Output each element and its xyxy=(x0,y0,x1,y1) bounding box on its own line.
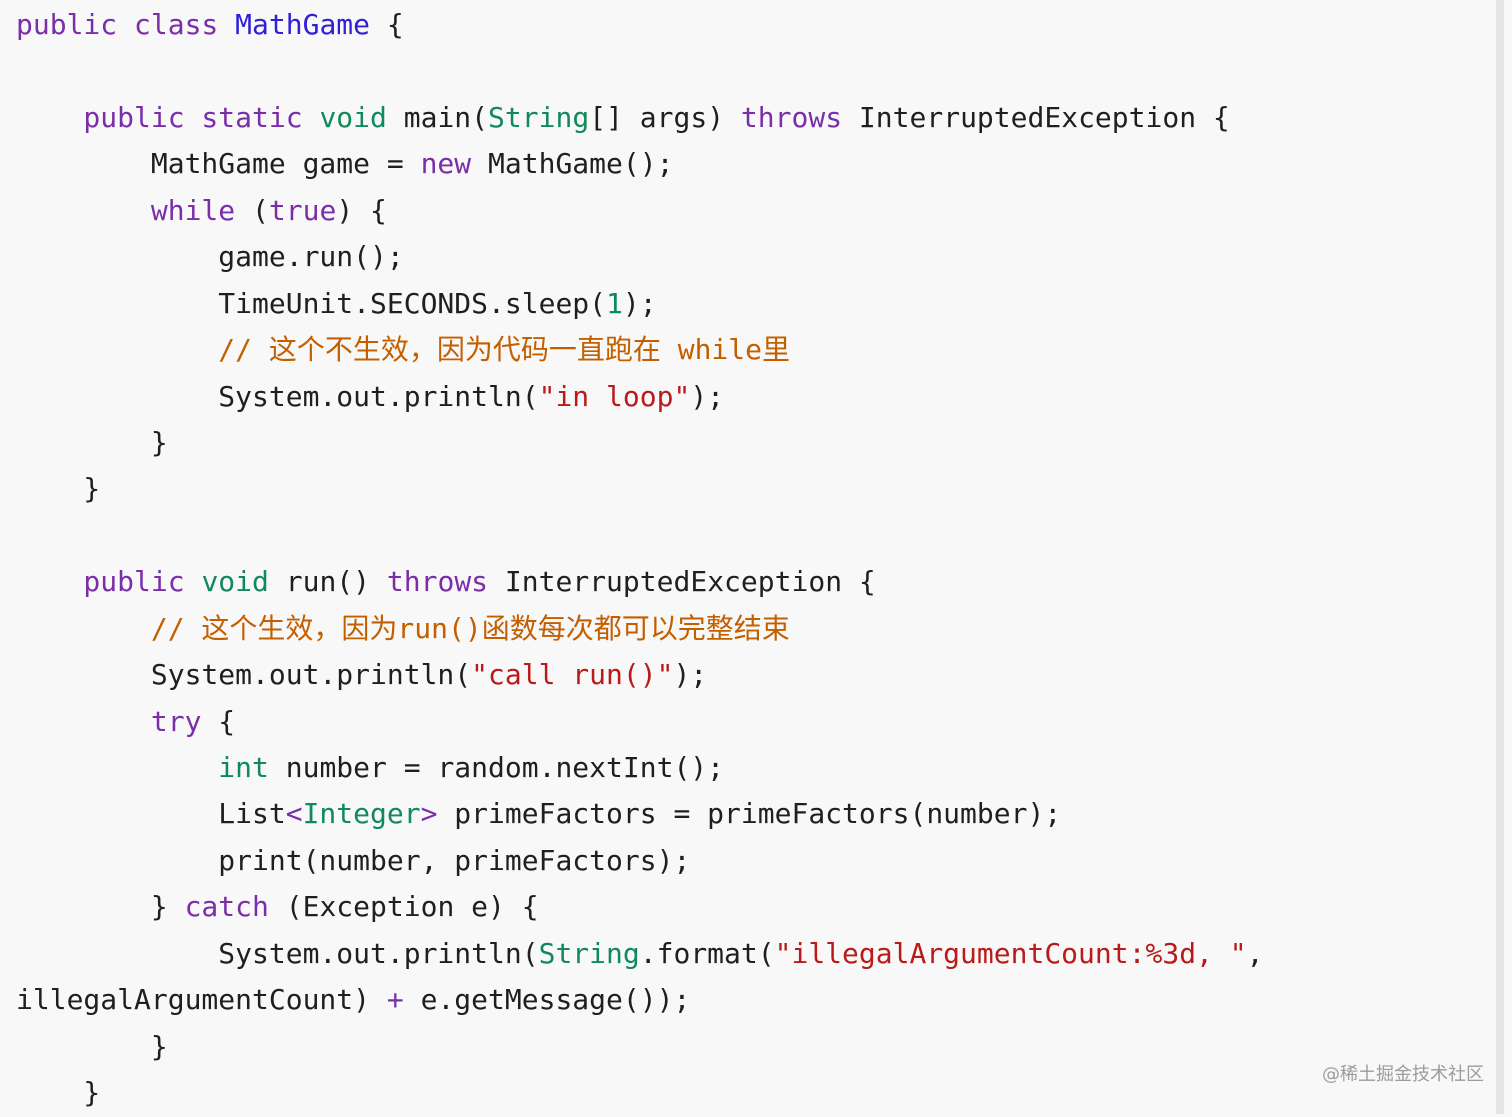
code-token-plain: primeFactors = primeFactors(number); xyxy=(437,797,1062,831)
code-line: System.out.println(String.format("illega… xyxy=(16,931,1496,977)
code-token-plain: illegalArgumentCount) xyxy=(16,983,387,1017)
code-line: TimeUnit.SECONDS.sleep(1); xyxy=(16,281,1496,327)
code-token-string: "illegalArgumentCount:%3d, " xyxy=(774,936,1247,970)
code-token-string: "call run()" xyxy=(471,658,674,692)
code-line: // 这个不生效，因为代码一直跑在 while里 xyxy=(16,327,1496,373)
code-token-plain: print(number, primeFactors); xyxy=(16,843,691,877)
code-token-plain: ( xyxy=(235,193,269,227)
code-line: System.out.println("call run()"); xyxy=(16,652,1496,698)
code-token-plain: ); xyxy=(690,379,725,413)
code-token-plain: } xyxy=(16,1029,168,1063)
code-token-keyword: public class xyxy=(16,8,236,41)
code-token-keyword: public xyxy=(16,565,202,599)
code-line: print(number, primeFactors); xyxy=(16,838,1496,884)
code-line: } xyxy=(16,466,1496,512)
code-token-plain: main( xyxy=(386,100,489,134)
code-token-type: String xyxy=(538,936,640,970)
code-line: public void run() throws InterruptedExce… xyxy=(16,559,1496,605)
code-token-keyword: throws xyxy=(740,100,843,134)
code-token-plain: { xyxy=(201,704,236,738)
code-token-type: String xyxy=(488,100,590,134)
code-token-plain: e.getMessage()); xyxy=(403,983,691,1017)
code-token-type: Integer xyxy=(302,797,421,831)
code-line xyxy=(16,513,1496,559)
code-line: } xyxy=(16,420,1496,466)
code-line: public class MathGame { xyxy=(16,2,1496,48)
code-token-plain: .format( xyxy=(639,936,775,970)
code-token-plain: InterruptedException { xyxy=(488,565,876,599)
code-token-keyword: catch xyxy=(184,890,269,924)
code-token-keyword: try xyxy=(16,704,202,738)
code-line: try { xyxy=(16,699,1496,745)
code-line: } xyxy=(16,1070,1496,1116)
code-token-plain: game.run(); xyxy=(16,240,404,274)
code-line: illegalArgumentCount) + e.getMessage()); xyxy=(16,977,1496,1023)
watermark-text: @稀土掘金技术社区 xyxy=(1322,1064,1484,1085)
code-token-keyword: while xyxy=(16,193,236,227)
code-token-plain: } xyxy=(16,1076,101,1110)
scrollbar[interactable] xyxy=(1496,0,1504,1114)
code-token-plain: InterruptedException { xyxy=(842,100,1230,134)
code-token-plain: { xyxy=(370,8,404,41)
code-token-comment: // 这个不生效，因为代码一直跑在 while里 xyxy=(16,333,791,367)
code-line: } catch (Exception e) { xyxy=(16,884,1496,930)
code-token-keyword: true xyxy=(268,193,337,227)
code-token-plain: ); xyxy=(622,286,657,320)
code-token-plain: } xyxy=(16,472,101,506)
code-token-keyword: > xyxy=(420,797,438,831)
code-token-type: void xyxy=(201,565,269,599)
code-token-plain: (Exception e) { xyxy=(268,890,539,924)
code-line: // 这个生效，因为run()函数每次都可以完整结束 xyxy=(16,606,1496,652)
code-line: List<Integer> primeFactors = primeFactor… xyxy=(16,791,1496,837)
code-token-plain: ) { xyxy=(336,193,387,227)
code-token-plain: System.out.println( xyxy=(16,379,539,413)
code-line: while (true) { xyxy=(16,188,1496,234)
code-token-plain: System.out.println( xyxy=(16,936,539,970)
code-token-plain: , xyxy=(1246,936,1264,970)
code-token-plain: List xyxy=(16,797,286,831)
code-token-plain: ); xyxy=(673,658,708,692)
code-token-plain: } xyxy=(16,890,185,924)
code-token-plain: MathGame(); xyxy=(471,147,674,181)
code-token-plain: run() xyxy=(268,565,387,599)
code-token-class: MathGame xyxy=(235,8,371,41)
code-line: public static void main(String[] args) t… xyxy=(16,95,1496,141)
code-token-plain: } xyxy=(16,425,168,459)
code-token-number: 1 xyxy=(606,286,623,320)
code-line: int number = random.nextInt(); xyxy=(16,745,1496,791)
code-token-plain: [] args) xyxy=(589,100,741,134)
code-token-keyword: + xyxy=(386,983,404,1017)
code-line: game.run(); xyxy=(16,234,1496,280)
code-token-plain: number = random.nextInt(); xyxy=(268,751,725,784)
code-token-type: void xyxy=(319,100,387,134)
code-token-plain: MathGame game = xyxy=(16,147,421,181)
code-token-plain: System.out.println( xyxy=(16,658,472,692)
code-lines: public class MathGame { public static vo… xyxy=(16,2,1496,1117)
code-line: System.out.println("in loop"); xyxy=(16,374,1496,420)
code-line: } xyxy=(16,1024,1496,1070)
code-token-keyword: new xyxy=(420,147,472,181)
code-token-type: int xyxy=(16,751,269,784)
code-token-keyword: public static xyxy=(16,100,320,134)
code-token-keyword: throws xyxy=(386,565,489,599)
code-token-keyword: < xyxy=(285,797,303,831)
code-line: MathGame game = new MathGame(); xyxy=(16,141,1496,187)
code-token-comment: // 这个生效，因为run()函数每次都可以完整结束 xyxy=(16,611,790,645)
code-token-string: "in loop" xyxy=(538,379,691,413)
code-token-plain: TimeUnit.SECONDS.sleep( xyxy=(16,286,607,320)
code-line xyxy=(16,48,1496,94)
